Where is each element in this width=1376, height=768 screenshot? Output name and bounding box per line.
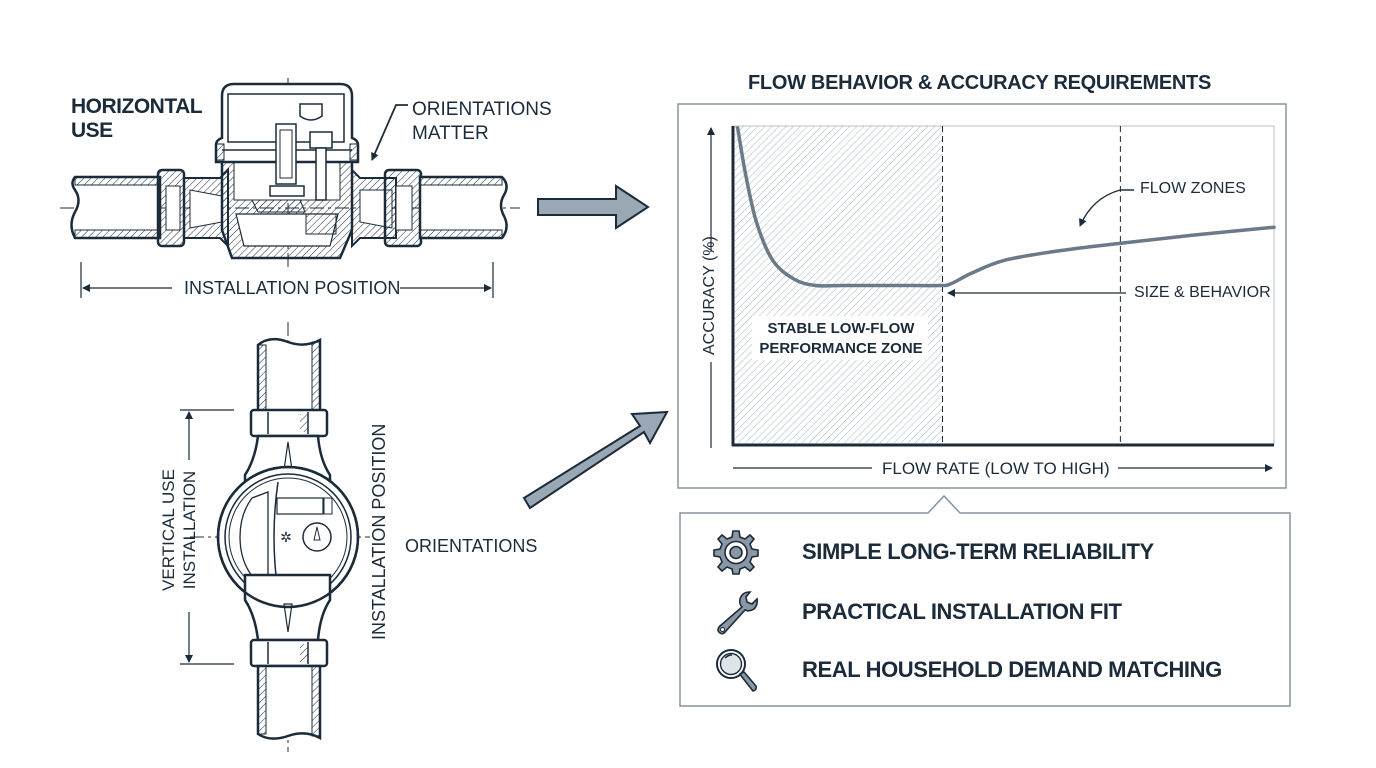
arrow-right-icon bbox=[537, 184, 650, 230]
feature-label: SIMPLE LONG-TERM RELIABILITY bbox=[802, 539, 1154, 564]
size-behavior-annotation: SIZE & BEHAVIOR bbox=[1134, 284, 1271, 301]
feature-item: PRACTICAL INSTALLATION FIT bbox=[712, 588, 1122, 636]
zone-label: STABLE LOW-FLOW PERFORMANCE ZONE bbox=[759, 320, 923, 357]
orientations-matter-callout: ORIENTATIONS MATTER bbox=[412, 98, 552, 146]
chart-title: FLOW BEHAVIOR & ACCURACY REQUIREMENTS bbox=[748, 72, 1211, 94]
meter-dial: ✲ bbox=[216, 465, 360, 609]
bottom-nut bbox=[249, 638, 329, 668]
feature-item: REAL HOUSEHOLD DEMAND MATCHING bbox=[712, 646, 1222, 694]
features-list: SIMPLE LONG-TERM RELIABILITY PRACTICAL I… bbox=[712, 528, 1272, 698]
bottom-pipe bbox=[256, 664, 322, 741]
chart-frame bbox=[677, 103, 1287, 489]
left-nut bbox=[156, 168, 186, 248]
right-pipe bbox=[418, 175, 508, 240]
flow-zones-leader bbox=[1079, 189, 1134, 227]
flow-zones-annotation: FLOW ZONES bbox=[1140, 180, 1246, 197]
gear-icon bbox=[713, 530, 759, 575]
feature-label: REAL HOUSEHOLD DEMAND MATCHING bbox=[802, 657, 1222, 682]
callout-line2: MATTER bbox=[412, 123, 489, 144]
magnifier-icon bbox=[716, 649, 757, 692]
top-nut bbox=[249, 408, 329, 438]
accuracy-curve-line bbox=[735, 126, 1276, 288]
meter-cap bbox=[214, 82, 360, 201]
horizontal-title: HORIZONTAL USE bbox=[71, 95, 203, 143]
callout-line1: ORIENTATIONS bbox=[412, 99, 552, 120]
zone-label-bg bbox=[752, 316, 928, 360]
installation-position-label-h: INSTALLATION POSITION bbox=[184, 278, 401, 298]
x-axis-label: FLOW RATE (LOW TO HIGH) bbox=[882, 459, 1110, 478]
orientations-label-v: ORIENTATIONS bbox=[405, 536, 538, 556]
orientations-callout-leader bbox=[371, 104, 408, 161]
arrow-diagonal-icon bbox=[522, 410, 669, 510]
horizontal-title-line2: USE bbox=[71, 119, 113, 142]
horizontal-title-line1: HORIZONTAL bbox=[71, 95, 203, 118]
feature-item: SIMPLE LONG-TERM RELIABILITY bbox=[712, 528, 1154, 576]
wrench-icon bbox=[717, 591, 758, 635]
svg-text:✲: ✲ bbox=[280, 530, 292, 546]
feature-label: PRACTICAL INSTALLATION FIT bbox=[802, 599, 1122, 624]
